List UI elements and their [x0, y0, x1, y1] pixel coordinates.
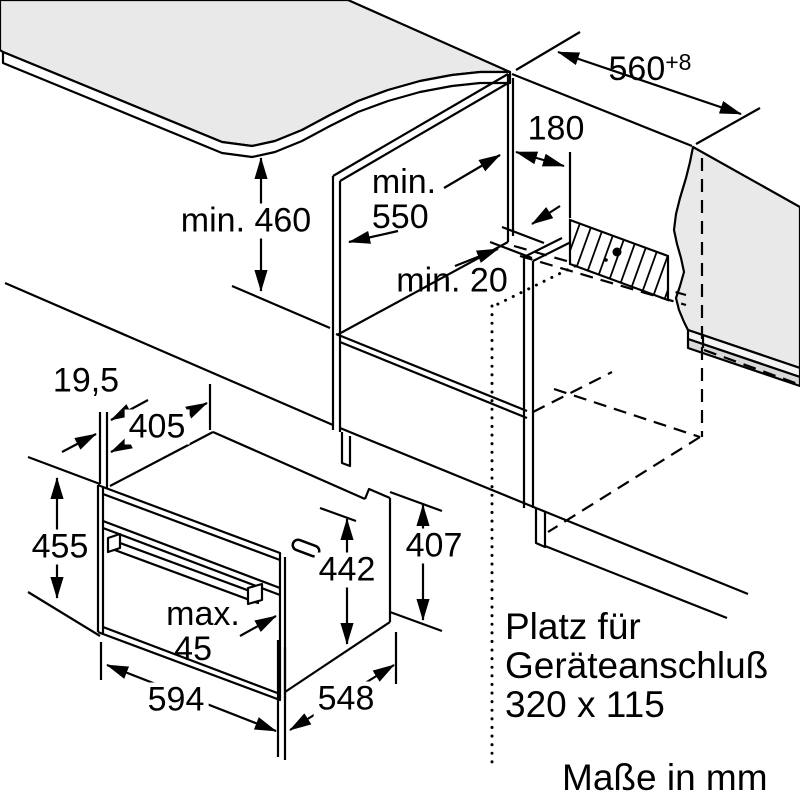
projection-dotted: [490, 264, 577, 770]
dim-442-label: 442: [314, 552, 380, 588]
left-worktop: [0, 0, 512, 159]
dim-min550-label: min.550: [371, 163, 437, 236]
dim-max45-leader: [239, 615, 277, 637]
oven: [96, 430, 392, 702]
dim-180-label: 180: [527, 109, 585, 148]
connection-note: Platz für Geräteanschluß 320 x 115: [505, 606, 769, 725]
dim-min20-label: min. 20: [396, 261, 508, 300]
connection-area-hatch: [568, 218, 670, 302]
dim-407-label: 407: [401, 528, 467, 564]
connection-point-dot-small: [604, 258, 608, 262]
dim-max45-label: max.45: [166, 595, 240, 668]
dim-min460-label: min. 460: [176, 203, 316, 239]
connection-point-dot: [612, 247, 622, 257]
dim-594-label: 594: [143, 682, 209, 718]
dim-min460: [231, 157, 331, 330]
dim-560-label: 560+8: [608, 49, 692, 88]
dim-405-label: 405: [124, 409, 190, 445]
dim-180: [515, 150, 572, 218]
dim-19-5-label: 19,5: [52, 361, 120, 400]
dim-560: [515, 31, 761, 145]
dim-548-label: 548: [313, 681, 379, 717]
dim-min550-leaders: [348, 154, 501, 244]
units-note: Maße in mm: [562, 757, 768, 798]
dim-560-tolerance: +8: [665, 49, 692, 75]
right-wall: [672, 145, 800, 388]
oven-handle: [106, 532, 264, 606]
side-grip-slot: [291, 538, 321, 558]
dim-455-label: 455: [27, 529, 93, 565]
dim-min20-leaders: [454, 205, 561, 268]
